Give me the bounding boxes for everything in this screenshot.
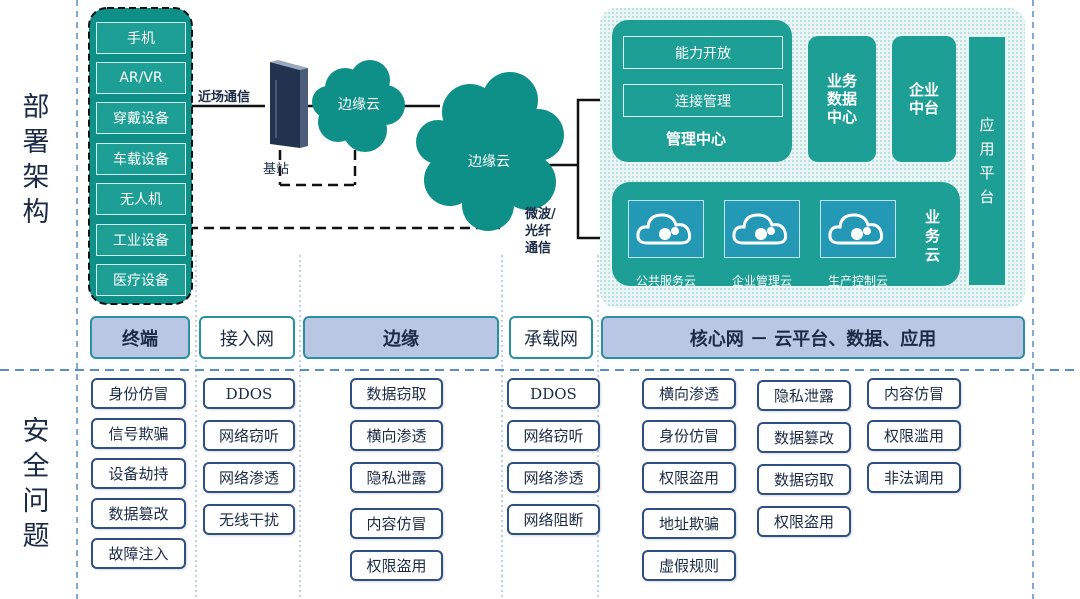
issue-edge-2: 横向渗透 xyxy=(350,420,443,451)
enterprise-mgmt-cloud-icon xyxy=(724,200,800,258)
terminal-medical: 医疗设备 xyxy=(96,264,186,296)
issue-transport-2: 网络窃听 xyxy=(507,420,600,451)
public-service-cloud-label: 公共服务云 xyxy=(635,274,696,288)
enterprise-mgmt-cloud-label: 企业管理云 xyxy=(731,274,792,288)
capability-open-box: 能力开放 xyxy=(623,36,783,69)
issue-core2-3: 数据窃取 xyxy=(757,464,851,495)
production-control-cloud-icon xyxy=(820,200,896,258)
issue-edge-1: 数据窃取 xyxy=(350,378,443,409)
issue-edge-4: 内容仿冒 xyxy=(350,508,443,539)
issue-core1-4: 地址欺骗 xyxy=(642,508,736,539)
issue-core3-1: 内容仿冒 xyxy=(867,378,961,409)
issue-edge-5: 权限盗用 xyxy=(350,550,443,581)
issue-core2-1: 隐私泄露 xyxy=(757,380,851,411)
issue-core1-5: 虚假规则 xyxy=(642,550,736,581)
biz-cloud-label: 业 务 云 xyxy=(925,208,941,264)
near-field-label: 近场通信 xyxy=(198,90,251,105)
category-core-network: 核心网 － 云平台、数据、应用 xyxy=(601,316,1025,359)
terminal-drone: 无人机 xyxy=(96,183,186,215)
deploy-architecture-label: 部 署 架 构 xyxy=(22,92,50,228)
issue-core1-1: 横向渗透 xyxy=(642,378,736,409)
security-issues-label: 安 全 问 题 xyxy=(22,416,50,552)
issue-access-2: 网络窃听 xyxy=(203,420,295,451)
issue-transport-3: 网络渗透 xyxy=(507,462,600,493)
production-control-cloud-label: 生产控制云 xyxy=(827,274,888,288)
issue-core2-2: 数据篡改 xyxy=(757,422,851,453)
enterprise-midplatform-tile: 企业 中台 xyxy=(892,36,956,162)
category-terminal: 终端 xyxy=(90,316,190,359)
mgmt-center-title: 管理中心 xyxy=(666,130,727,148)
terminal-arvr: AR/VR xyxy=(96,62,186,94)
app-platform-tile: 应 用 平 台 xyxy=(968,36,1006,286)
issue-core1-2: 身份仿冒 xyxy=(642,420,736,451)
connection-mgmt-box: 连接管理 xyxy=(623,84,783,117)
issue-terminal-3: 设备劫持 xyxy=(91,458,186,489)
issue-access-4: 无线干扰 xyxy=(203,504,295,535)
microwave-fiber-label: 微波/ 光纤 通信 xyxy=(525,207,556,256)
biz-data-center-tile: 业务 数据 中心 xyxy=(808,36,876,162)
terminal-wearable: 穿戴设备 xyxy=(96,102,186,134)
issue-transport-4: 网络阻断 xyxy=(507,504,600,535)
terminal-phone: 手机 xyxy=(96,22,186,54)
issue-core3-3: 非法调用 xyxy=(867,462,961,493)
edge-cloud-2-label: 边缘云 xyxy=(468,154,510,170)
issue-core2-4: 权限盗用 xyxy=(757,506,851,537)
issue-edge-3: 隐私泄露 xyxy=(350,462,443,493)
terminal-industrial: 工业设备 xyxy=(96,224,186,256)
category-access-network: 接入网 xyxy=(199,316,295,359)
edge-cloud-1-label: 边缘云 xyxy=(338,97,380,113)
issue-terminal-4: 数据篡改 xyxy=(91,498,186,529)
issue-core1-3: 权限盗用 xyxy=(642,462,736,493)
base-station-label: 基站 xyxy=(263,162,290,177)
issue-terminal-1: 身份仿冒 xyxy=(91,378,186,409)
edge-cloud-2-shape xyxy=(416,72,564,231)
issue-transport-1: DDOS xyxy=(507,378,600,409)
base-station-icon xyxy=(270,60,308,148)
issue-terminal-2: 信号欺骗 xyxy=(91,418,186,449)
issue-access-1: DDOS xyxy=(203,378,295,409)
public-service-cloud-icon xyxy=(628,200,704,258)
issue-access-3: 网络渗透 xyxy=(203,462,295,493)
column-dividers xyxy=(76,0,1034,599)
issue-terminal-5: 故障注入 xyxy=(91,538,186,569)
terminal-vehicle: 车载设备 xyxy=(96,143,186,175)
category-edge: 边缘 xyxy=(303,316,499,359)
edge-cloud-1-shape xyxy=(312,60,405,152)
issue-core3-2: 权限滥用 xyxy=(867,420,961,451)
category-transport-network: 承载网 xyxy=(509,316,593,359)
